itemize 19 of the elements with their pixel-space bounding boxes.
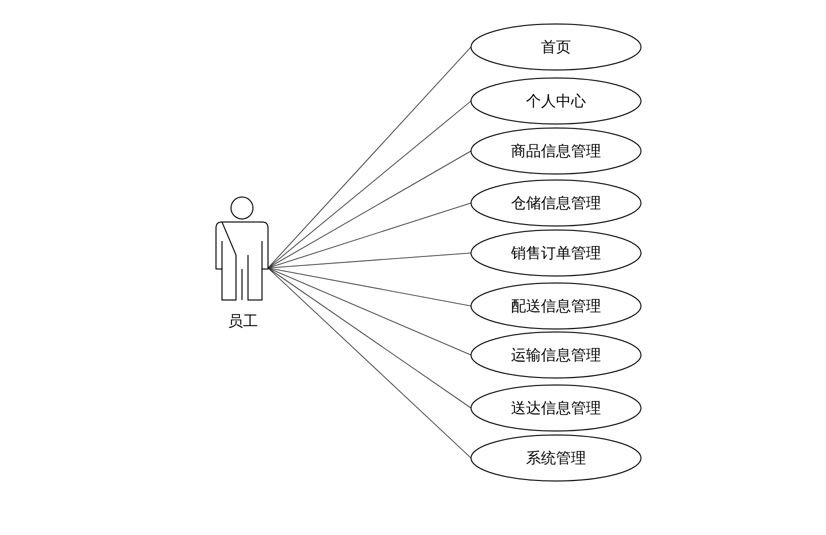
use-case-label: 商品信息管理 — [511, 142, 601, 160]
association-line — [268, 100, 472, 268]
use-case-label: 配送信息管理 — [511, 296, 601, 316]
association-line — [268, 46, 472, 268]
association-line — [268, 268, 472, 306]
use-case-label: 仓储信息管理 — [511, 194, 601, 212]
use-case-label: 首页 — [541, 38, 571, 56]
use-case-label: 送达信息管理 — [511, 398, 601, 418]
association-line — [268, 268, 472, 408]
association-line — [268, 150, 472, 268]
association-line — [268, 268, 472, 458]
actor-label: 员工 — [227, 312, 259, 331]
use-case-label: 系统管理 — [526, 448, 586, 468]
use-case-label: 销售订单管理 — [511, 244, 601, 262]
use-case-label: 运输信息管理 — [511, 346, 601, 364]
association-line — [268, 268, 472, 356]
association-line — [268, 202, 472, 268]
association-line — [268, 252, 472, 268]
use-case-label: 个人中心 — [526, 92, 586, 110]
